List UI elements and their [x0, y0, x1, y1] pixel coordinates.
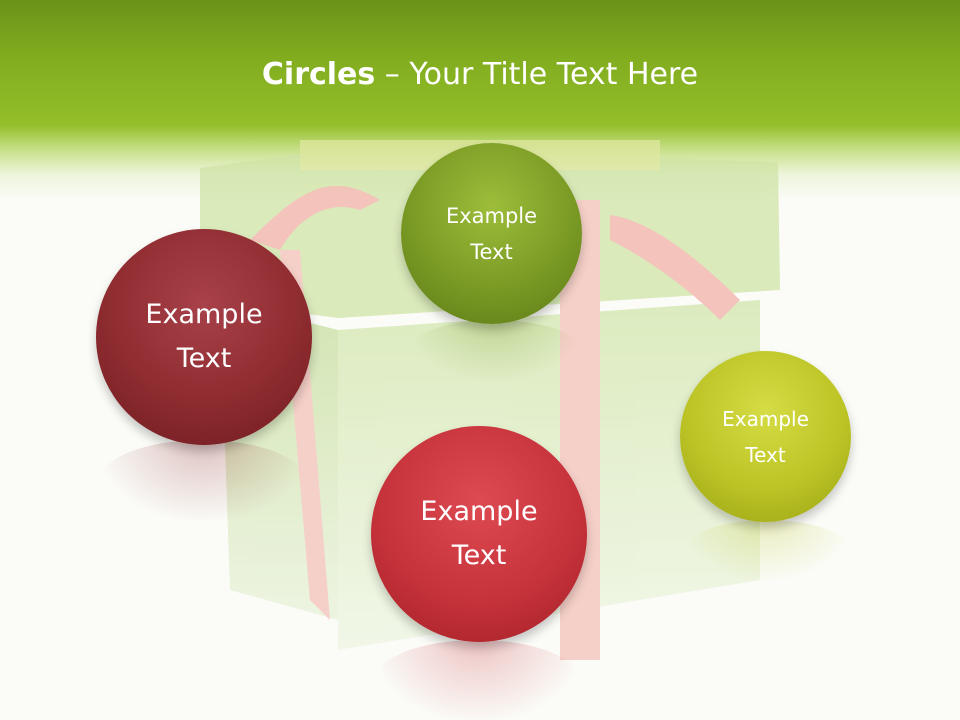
circle-reflection: [685, 520, 850, 580]
circle-label: Example Text: [145, 299, 263, 374]
title-bold: Circles: [261, 57, 376, 92]
circle-green-top: Example Text: [401, 143, 582, 324]
circle-red-bottom: Example Text: [371, 426, 587, 642]
slide-title: Circles – Your Title Text Here: [0, 52, 960, 98]
circle-reflection: [100, 440, 305, 520]
circle-label: Example Text: [722, 406, 809, 467]
circle-reflection: [410, 320, 580, 380]
title-rest: – Your Title Text Here: [375, 57, 699, 92]
circle-yellow-right: Example Text: [680, 351, 851, 522]
circle-label: Example Text: [445, 203, 538, 264]
circle-darkred-left: Example Text: [96, 229, 312, 445]
circle-reflection: [375, 640, 580, 720]
circle-label: Example Text: [420, 496, 538, 571]
